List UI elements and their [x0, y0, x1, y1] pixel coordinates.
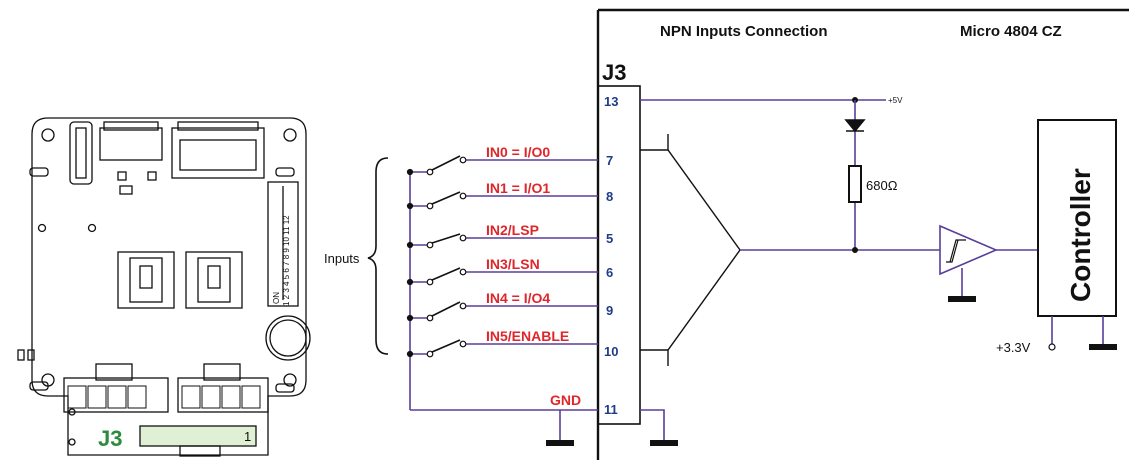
pin-10: 10	[604, 344, 618, 359]
input-label-in5: IN5/ENABLE	[486, 328, 569, 344]
input-label-in4: IN4 = I/O4	[486, 290, 550, 306]
connector-name: J3	[602, 60, 626, 85]
ground-bar-left	[546, 440, 574, 446]
board-pin1-mark: 1	[244, 429, 251, 444]
pin-7: 7	[606, 153, 613, 168]
pin-13: 13	[604, 94, 618, 109]
pin-8: 8	[606, 189, 613, 204]
dip-numbers: 1 2 3 4 5 6 7 8 9 10 11 12	[282, 215, 291, 306]
board-connector-cells	[67, 385, 261, 409]
dip-on-label: ON	[272, 292, 281, 304]
schmitt-buffer	[939, 224, 1038, 296]
board-j3-label: J3	[98, 426, 122, 451]
pin-6: 6	[606, 265, 613, 280]
drive-board	[17, 117, 311, 457]
diode-symbol	[844, 119, 866, 133]
v5-label: +5V	[888, 96, 903, 105]
input-label-in2: IN2/LSP	[486, 222, 539, 238]
j3-connector	[597, 85, 641, 425]
ground-bar-j3	[650, 440, 678, 446]
schmitt-icon	[946, 239, 966, 263]
pin-5: 5	[606, 231, 613, 246]
controller-supply	[1051, 316, 1104, 344]
pin-9: 9	[606, 303, 613, 318]
input-label-in1: IN1 = I/O1	[486, 180, 550, 196]
opto-triangle	[640, 134, 741, 366]
v33-label: +3.3V	[996, 340, 1031, 355]
gnd-label: GND	[550, 392, 581, 408]
product-name: Micro 4804 CZ	[960, 23, 1062, 40]
resistor-symbol	[848, 165, 862, 203]
controller-block	[1037, 119, 1117, 317]
pin-11: 11	[604, 402, 618, 417]
buffer-ground-bar	[948, 296, 976, 302]
resistor-value: 680Ω	[866, 178, 898, 193]
connection-title: NPN Inputs Connection	[660, 23, 828, 40]
v33-terminal	[1048, 343, 1056, 351]
controller-ground-bar	[1089, 344, 1117, 350]
inputs-label: Inputs	[324, 251, 360, 266]
input-label-in3: IN3/LSN	[486, 256, 540, 272]
switch-contacts	[406, 156, 467, 358]
input-label-in0: IN0 = I/O0	[486, 144, 550, 160]
opto-node	[852, 247, 858, 253]
inputs-brace	[367, 157, 389, 355]
ground-symbol-j3	[640, 409, 665, 440]
controller-label: Controller	[1065, 168, 1096, 302]
